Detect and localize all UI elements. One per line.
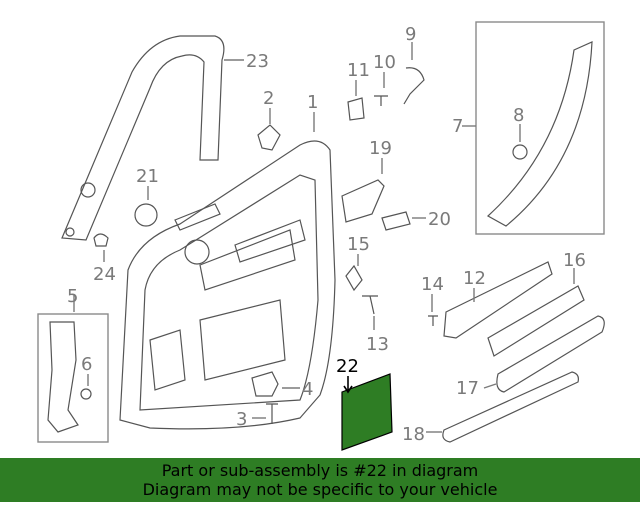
part-5-box [37, 313, 109, 443]
part-16-bezel [487, 285, 585, 357]
callout-2: 2 [263, 88, 274, 109]
parts-diagram: 23 2 1 21 24 5 6 4 3 11 10 [37, 21, 605, 451]
part-19-handle [341, 179, 385, 223]
callout-13: 13 [366, 334, 389, 355]
part-3-screw [266, 403, 278, 424]
callout-19: 19 [369, 138, 392, 159]
part-23-frame-seal [61, 35, 225, 241]
callout-10: 10 [373, 52, 396, 73]
part-2-clip [257, 124, 281, 151]
callout-1: 1 [307, 92, 318, 113]
part-7-pillar-trim [486, 41, 593, 227]
callout-8: 8 [513, 105, 524, 126]
part-20-trim [381, 211, 411, 231]
part-4-bracket [251, 371, 279, 397]
callout-18: 18 [402, 424, 425, 445]
part-9-clip [403, 67, 425, 105]
part-17-trim [496, 315, 605, 393]
part-22-highlighted [341, 373, 393, 451]
callout-24: 24 [93, 264, 116, 285]
callout-6: 6 [81, 354, 92, 375]
callout-23: 23 [246, 51, 269, 72]
banner-line-1: Part or sub-assembly is #22 in diagram [161, 461, 479, 480]
callout-22: 22 [336, 356, 359, 377]
part-11-clip [347, 97, 365, 121]
callout-21: 21 [136, 166, 159, 187]
callout-4: 4 [302, 379, 313, 400]
part-5-bracket [47, 321, 79, 433]
part-10-screw [374, 95, 388, 106]
part-8-clip [512, 144, 528, 160]
callout-9: 9 [405, 24, 416, 45]
part-21-plug [134, 203, 158, 227]
part-15-bracket [345, 264, 363, 292]
callout-14: 14 [421, 274, 444, 295]
part-13-screw [362, 295, 378, 315]
part-18-strip [442, 371, 579, 443]
part-7-box [475, 21, 605, 235]
part-14-screw [428, 315, 438, 326]
callout-3: 3 [236, 409, 247, 430]
callout-15: 15 [347, 234, 370, 255]
banner-line-2: Diagram may not be specific to your vehi… [142, 480, 498, 499]
part-12-switch-pack [443, 261, 553, 339]
part-1-door-panel [119, 140, 336, 430]
notice-banner: Part or sub-assembly is #22 in diagram D… [0, 458, 640, 502]
part-6-fastener [80, 388, 92, 400]
callout-16: 16 [563, 250, 586, 271]
callout-11: 11 [347, 60, 370, 81]
callout-17: 17 [456, 378, 479, 399]
part-24-grommet [93, 233, 109, 247]
callout-7: 7 [452, 116, 463, 137]
callout-5: 5 [67, 286, 78, 307]
callout-12: 12 [463, 268, 486, 289]
callout-20: 20 [428, 209, 451, 230]
